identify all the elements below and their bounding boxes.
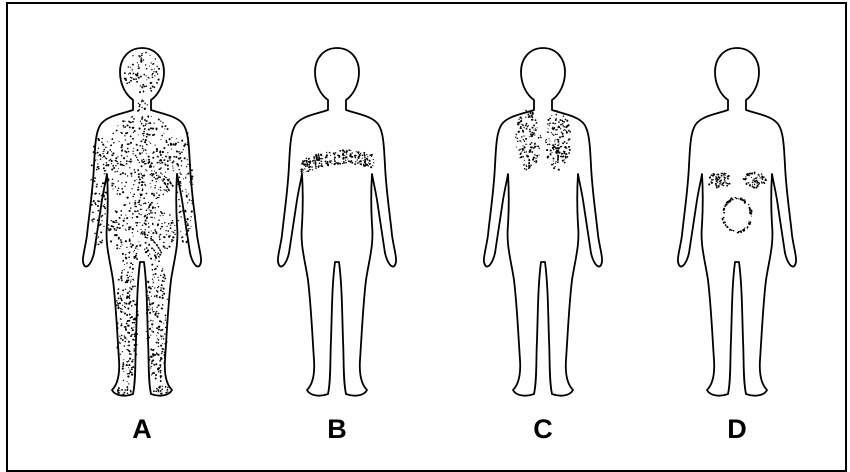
figure-d	[672, 40, 802, 410]
figure-b	[272, 40, 402, 410]
figure-label-b: B	[272, 414, 402, 445]
figure-label-a: A	[77, 414, 207, 445]
body-outline-c	[478, 40, 608, 410]
figure-a	[77, 40, 207, 410]
figure-label-c: C	[478, 414, 608, 445]
figure-c	[478, 40, 608, 410]
body-outline-d	[672, 40, 802, 410]
figure-label-d: D	[672, 414, 802, 445]
body-outline-a	[77, 40, 207, 410]
body-outline-b	[272, 40, 402, 410]
